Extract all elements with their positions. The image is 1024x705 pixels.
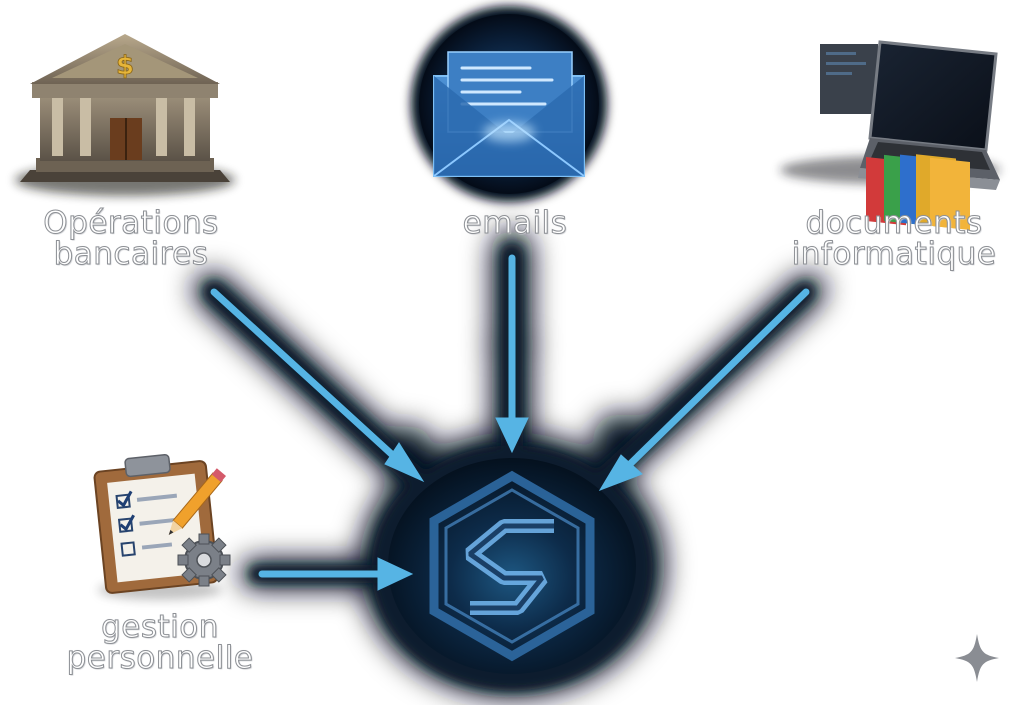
clipboard-checklist-icon [93, 453, 231, 600]
svg-text:$: $ [116, 51, 134, 81]
laptop-folders-icon [780, 40, 1000, 230]
arrow-bank-to-hub [210, 288, 425, 483]
label-line-2: personnelle [66, 640, 254, 676]
arrows [210, 254, 810, 591]
label-line-1: Opérations [43, 205, 219, 241]
label-operations-bancaires: Opérations bancaires [18, 205, 244, 272]
label-line-2: bancaires [53, 236, 209, 272]
label-gestion-personnelle: gestion personnelle [40, 609, 280, 676]
label-line-1: emails [462, 205, 568, 241]
label-line-2: informatique [791, 236, 997, 272]
envelope-icon [411, 6, 607, 202]
label-line-1: documents [805, 205, 983, 241]
sparkle-icon [955, 634, 999, 682]
arrow-docs-to-hub [598, 288, 810, 491]
label-documents-informatique: documents informatique [776, 205, 1012, 272]
arrow-emails-to-hub [495, 254, 529, 454]
label-emails: emails [430, 205, 600, 241]
bank-building-icon: $ [15, 34, 235, 196]
hexagon-s-logo-icon [429, 470, 595, 662]
label-line-1: gestion [101, 609, 219, 645]
arrow-gestion-to-hub [258, 557, 414, 591]
